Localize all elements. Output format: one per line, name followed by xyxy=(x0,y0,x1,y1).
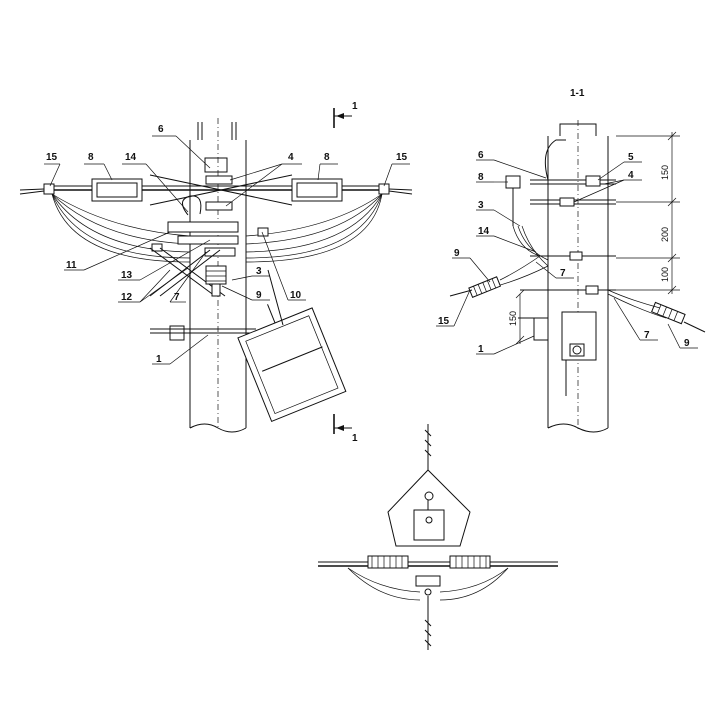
front-label-12: 12 xyxy=(121,292,133,303)
side-label-15: 15 xyxy=(438,316,450,327)
section-bottom-mark: 1 xyxy=(352,433,358,444)
view-title: 1-1 xyxy=(570,88,585,99)
front-leaders: 15 8 14 6 4 8 15 11 13 12 7 3 9 10 1 xyxy=(44,124,410,365)
front-label-3: 3 xyxy=(256,266,262,277)
front-view xyxy=(19,118,413,433)
front-label-9: 9 xyxy=(256,290,262,301)
section-top-mark: 1 xyxy=(352,101,358,112)
dimension-200: 200 xyxy=(660,227,670,242)
side-label-6: 6 xyxy=(478,150,484,161)
side-label-9-left: 9 xyxy=(454,248,460,259)
dimension-150-lower: 150 xyxy=(508,311,518,326)
side-label-14: 14 xyxy=(478,226,490,237)
side-label-7-lower: 7 xyxy=(644,330,650,341)
side-label-9-right: 9 xyxy=(684,338,690,349)
dimension-100: 100 xyxy=(660,267,670,282)
front-label-10: 10 xyxy=(290,290,302,301)
dimension-150-top: 150 xyxy=(660,165,670,180)
front-label-8-right: 8 xyxy=(324,152,330,163)
front-label-14: 14 xyxy=(125,152,137,163)
side-label-7-upper: 7 xyxy=(560,268,566,279)
plan-view xyxy=(318,424,558,650)
front-label-8-left: 8 xyxy=(88,152,94,163)
side-leaders: 6 8 5 4 3 14 9 7 15 7 1 9 xyxy=(436,150,698,355)
front-label-15-left: 15 xyxy=(46,152,58,163)
side-label-1: 1 xyxy=(478,344,484,355)
front-label-11: 11 xyxy=(66,260,77,271)
section-marks: 1 1 xyxy=(333,101,358,444)
front-label-4: 4 xyxy=(288,152,294,163)
front-label-7: 7 xyxy=(174,292,180,303)
side-label-5: 5 xyxy=(628,152,634,163)
side-label-4: 4 xyxy=(628,170,634,181)
side-label-8: 8 xyxy=(478,172,484,183)
front-label-13: 13 xyxy=(121,270,133,281)
front-label-6: 6 xyxy=(158,124,164,135)
front-label-1: 1 xyxy=(156,354,162,365)
dimension-chain: 150 200 100 150 xyxy=(508,131,680,345)
side-view: 1-1 xyxy=(449,88,706,433)
side-label-3: 3 xyxy=(478,200,484,211)
front-label-15-right: 15 xyxy=(396,152,408,163)
